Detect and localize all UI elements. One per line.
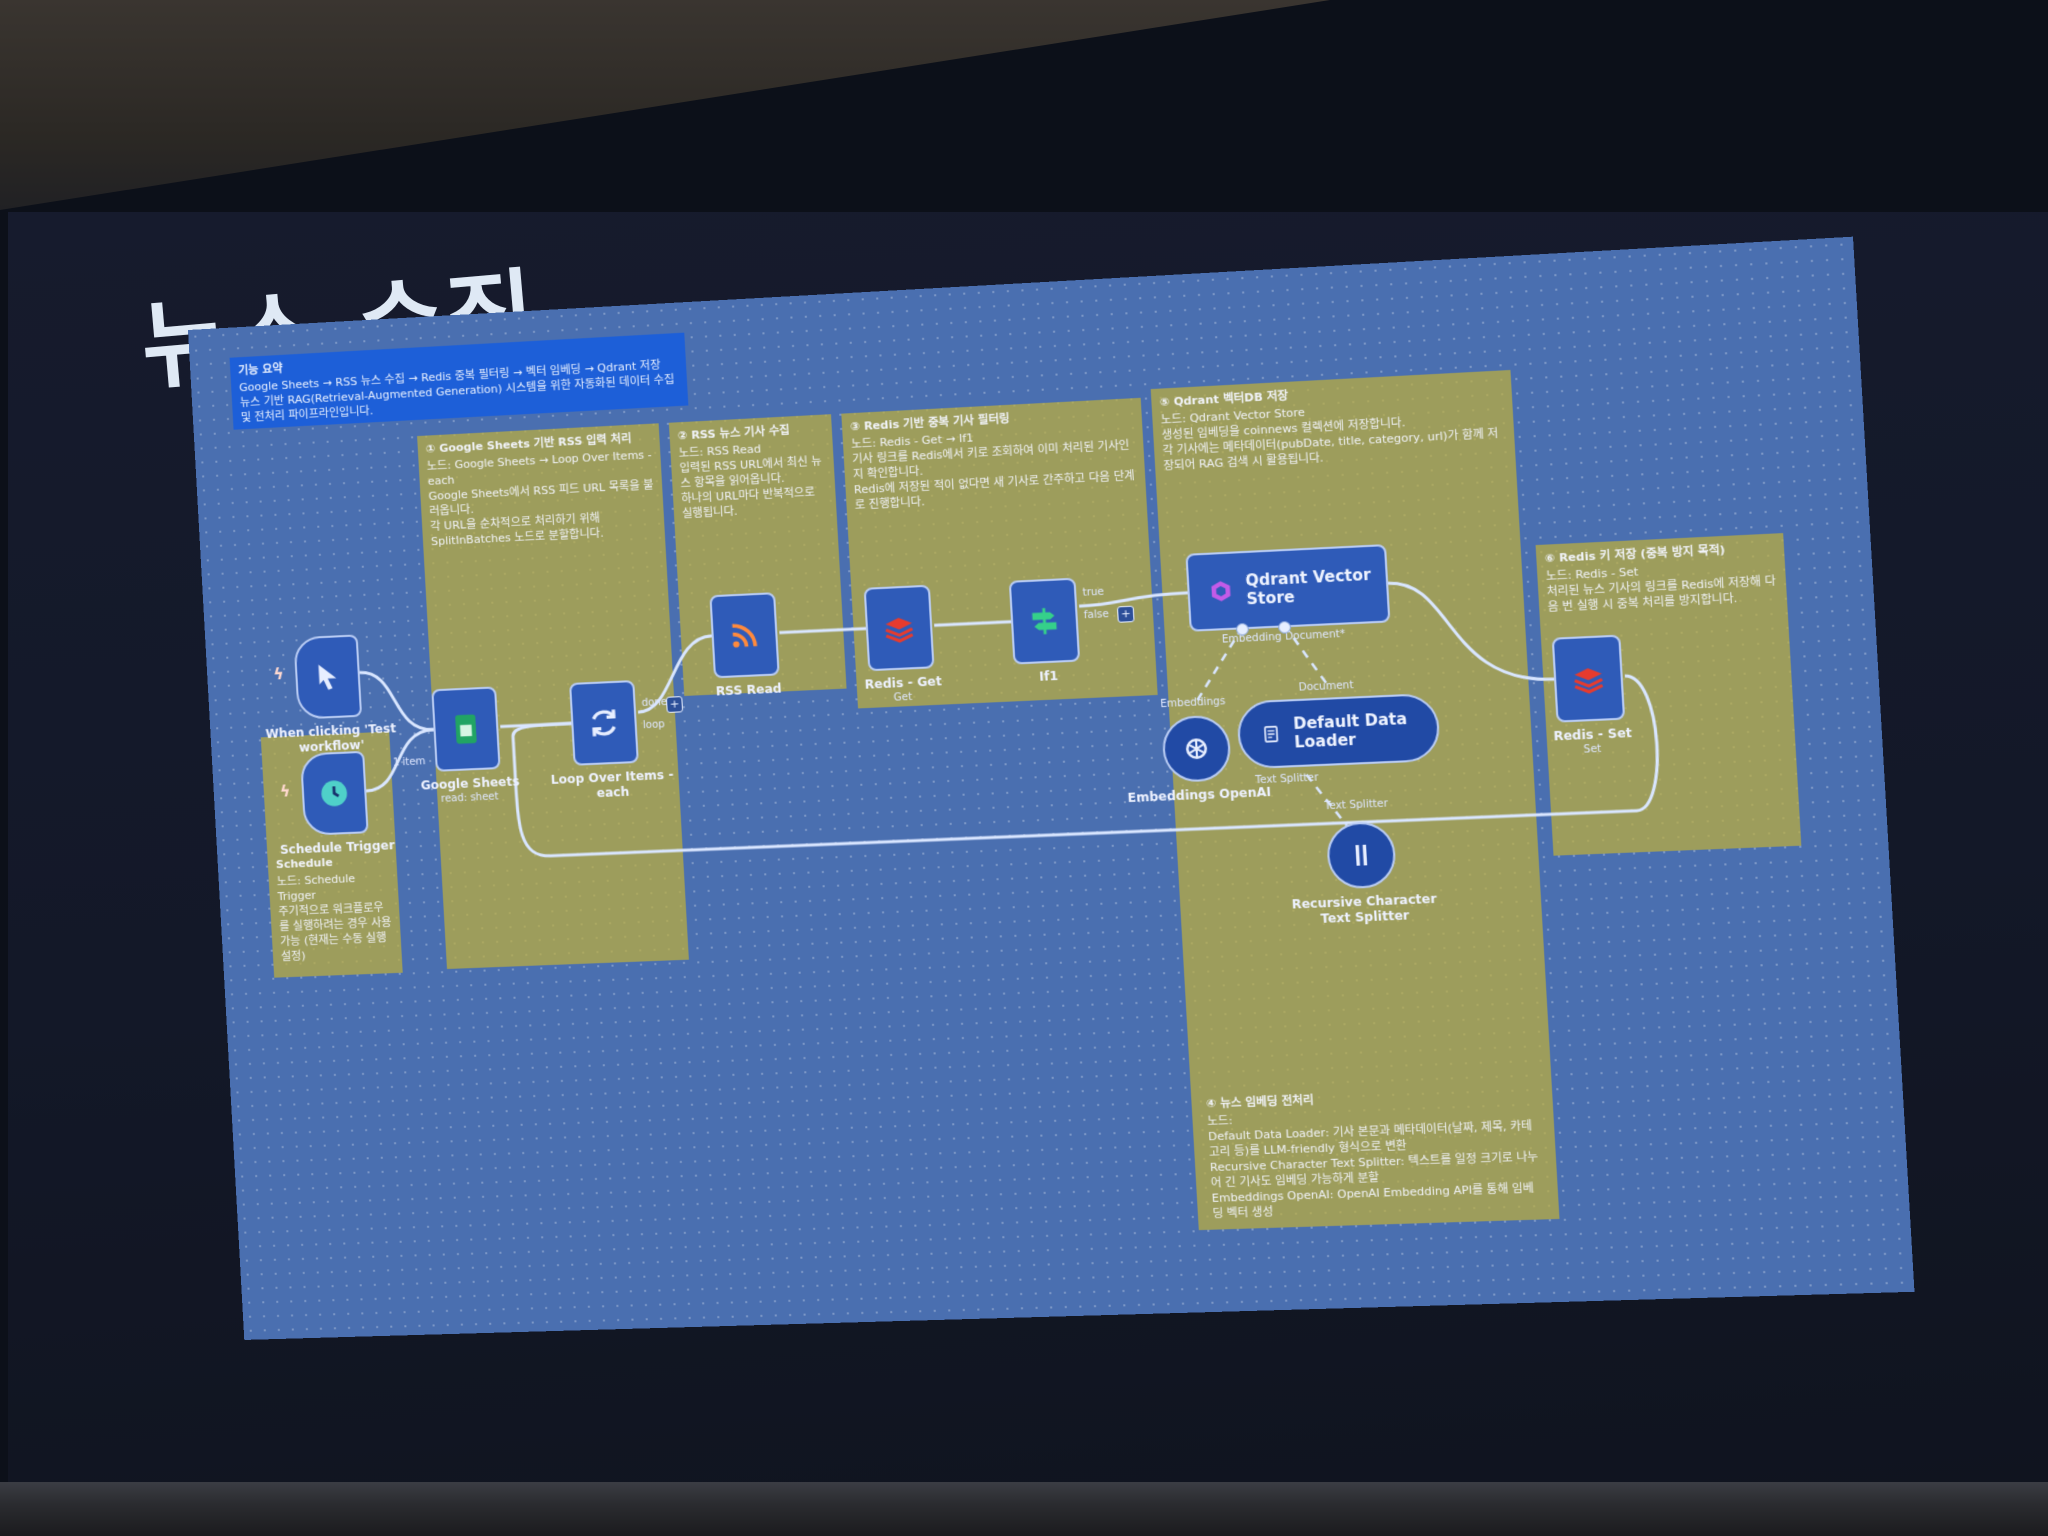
- workflow-canvas[interactable]: 기능 요약 Google Sheets → RSS 뉴스 수집 → Redis …: [188, 236, 1915, 1340]
- add-node-button[interactable]: +: [1116, 605, 1135, 623]
- loop-done-label: done: [641, 696, 668, 710]
- text-splitter-label: Recursive Character Text Splitter: [1291, 891, 1437, 926]
- redis-icon: [880, 617, 917, 646]
- default-data-loader-node[interactable]: Default Data Loader: [1236, 692, 1442, 770]
- redis-set-node[interactable]: [1551, 634, 1626, 723]
- edge-rss-to-redisget: [779, 629, 866, 633]
- refresh-icon: [586, 705, 623, 741]
- qdrant-icon: [1211, 580, 1231, 602]
- qdrant-vector-store-node[interactable]: Qdrant Vector Store: [1185, 544, 1391, 632]
- schedule-trigger-node[interactable]: [299, 750, 369, 836]
- if-true-label: true: [1082, 586, 1105, 599]
- edge-label-item: 1 item: [392, 756, 426, 769]
- document-icon: [1260, 721, 1281, 747]
- monitor-bottom-bezel: [0, 1482, 2048, 1536]
- edge-redisget-to-if: [934, 622, 1011, 626]
- manual-trigger-node[interactable]: [293, 634, 363, 720]
- default-data-loader-label: Default Data Loader: [1292, 709, 1408, 752]
- cursor-icon: [318, 663, 337, 691]
- splitter-icon: [1355, 844, 1368, 866]
- edge-qdrant-to-redisset: [1388, 576, 1554, 687]
- trigger-bolt-icon: ϟ: [272, 664, 285, 684]
- qdrant-label: Qdrant Vector Store: [1244, 565, 1372, 609]
- google-sheets-node[interactable]: [431, 686, 501, 772]
- clock-icon: [320, 780, 348, 807]
- openai-icon: [1180, 733, 1213, 765]
- loop-over-items-node[interactable]: [569, 680, 639, 766]
- rss-read-node[interactable]: [709, 592, 780, 679]
- edge-redisset-loopback: [512, 675, 1660, 857]
- sheets-icon: [455, 714, 477, 744]
- redis-get-node[interactable]: [863, 584, 935, 672]
- if-false-label: false: [1083, 608, 1110, 622]
- rss-icon: [726, 617, 763, 653]
- signpost-icon: [1032, 608, 1057, 635]
- loop-loop-label: loop: [642, 719, 666, 732]
- redis-icon: [1569, 667, 1608, 697]
- trigger-bolt-icon: ϟ: [279, 781, 291, 801]
- if1-node[interactable]: [1008, 577, 1081, 665]
